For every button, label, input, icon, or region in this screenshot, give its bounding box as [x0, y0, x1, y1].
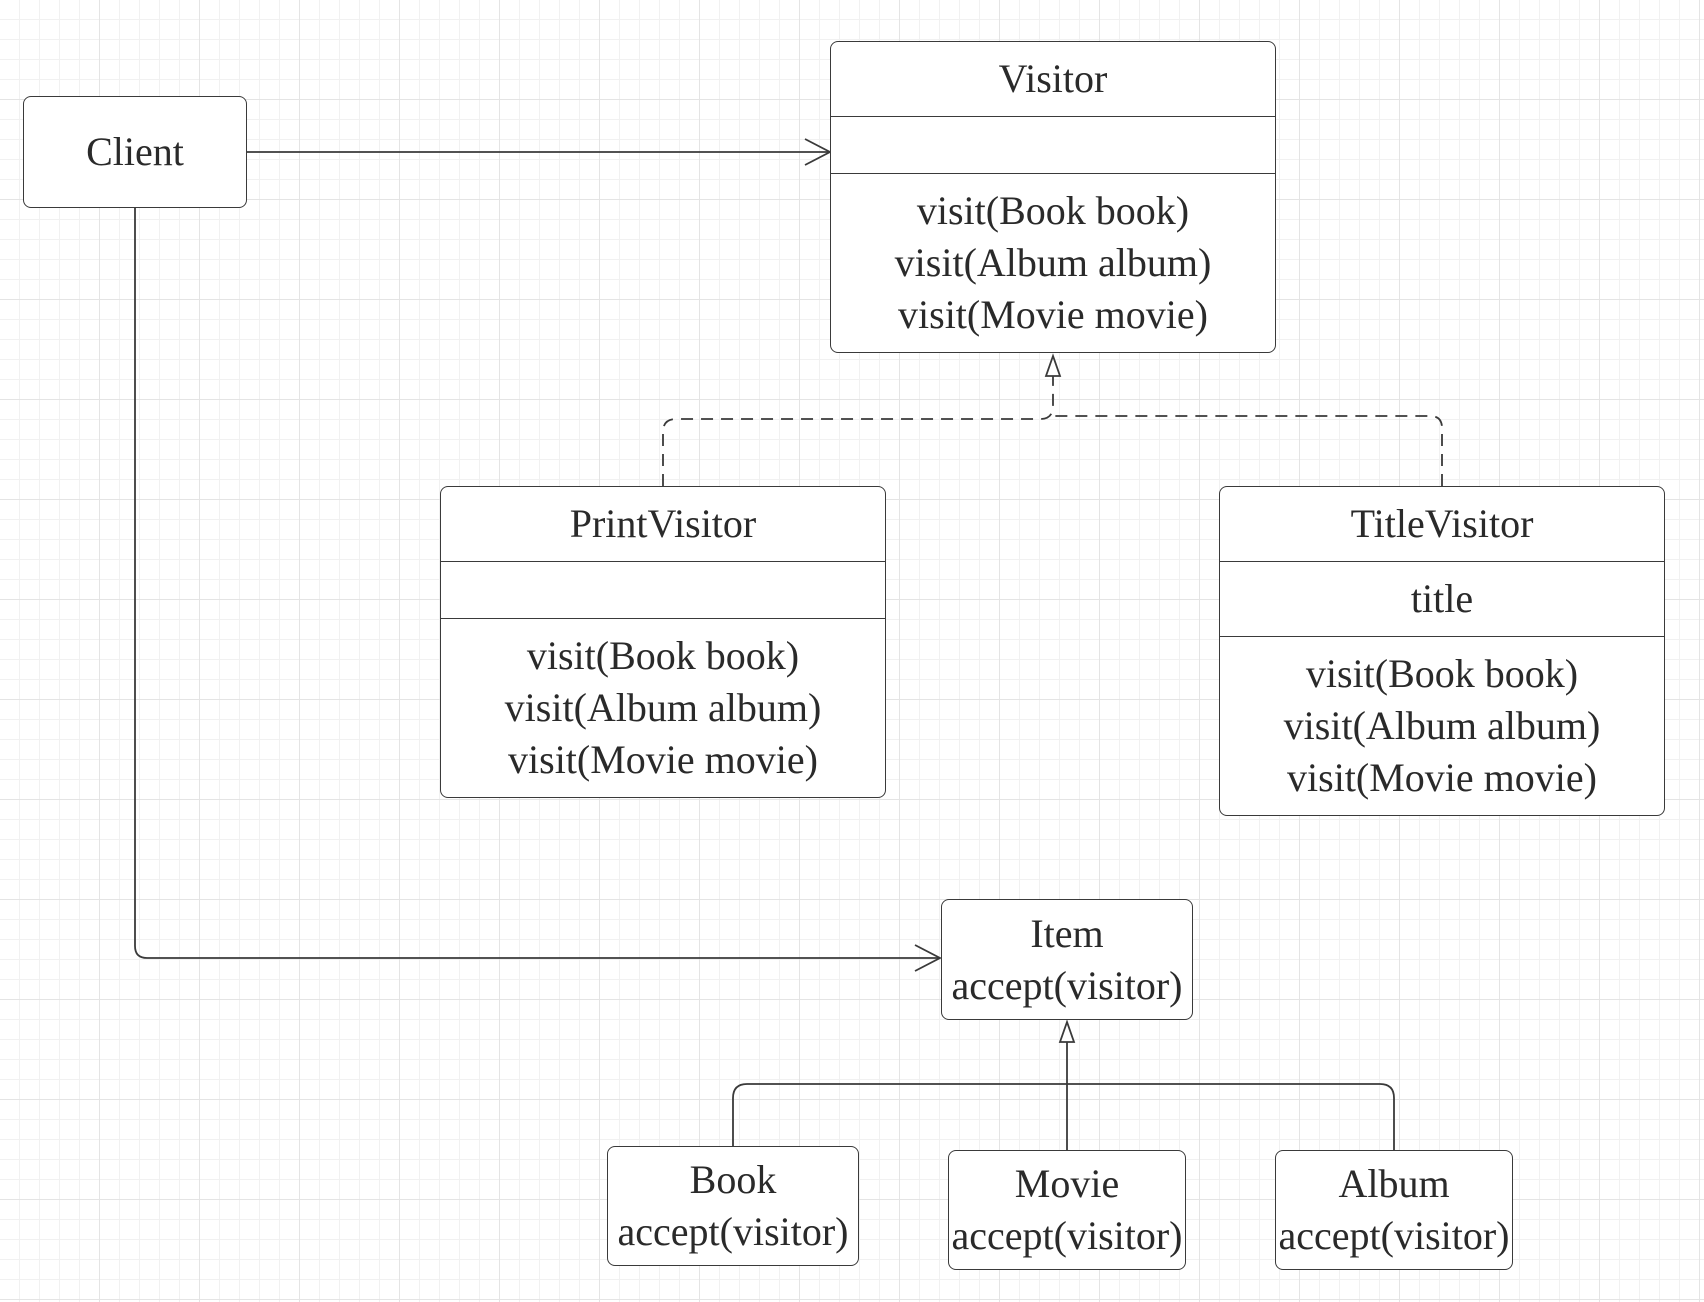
- visitor-attributes-section: [831, 117, 1275, 174]
- title-visitor-method: visit(Movie movie): [1287, 755, 1597, 800]
- title-visitor-attribute: title: [1410, 576, 1474, 621]
- title-visitor-method: visit(Album album): [1283, 703, 1601, 748]
- visitor-method: visit(Movie movie): [898, 292, 1208, 337]
- item-class[interactable]: Item accept(visitor): [941, 899, 1193, 1020]
- title-visitor-class[interactable]: TitleVisitor title visit(Book book) visi…: [1219, 486, 1665, 816]
- album-class[interactable]: Album accept(visitor): [1275, 1150, 1513, 1270]
- item-generalization-connector: [732, 1042, 1395, 1150]
- album-method: accept(visitor): [1278, 1213, 1510, 1258]
- title-visitor-name-section: TitleVisitor: [1220, 487, 1664, 562]
- client-to-item-association: [134, 208, 942, 972]
- print-visitor-methods-section: visit(Book book) visit(Album album) visi…: [441, 619, 885, 797]
- item-method: accept(visitor): [951, 962, 1183, 1008]
- print-visitor-method: visit(Album album): [504, 685, 822, 730]
- movie-class[interactable]: Movie accept(visitor): [948, 1150, 1186, 1270]
- movie-method: accept(visitor): [951, 1213, 1183, 1258]
- client-class[interactable]: Client: [23, 96, 247, 208]
- print-visitor-attributes-section: [441, 562, 885, 619]
- title-visitor-name: TitleVisitor: [1350, 501, 1534, 546]
- print-visitor-method: visit(Book book): [526, 633, 800, 678]
- book-method: accept(visitor): [617, 1209, 849, 1254]
- visitor-method: visit(Album album): [894, 240, 1212, 285]
- movie-name: Movie: [1014, 1161, 1120, 1206]
- visitor-method: visit(Book book): [916, 188, 1190, 233]
- title-visitor-attributes-section: title: [1220, 562, 1664, 637]
- album-name: Album: [1338, 1161, 1450, 1206]
- print-visitor-class[interactable]: PrintVisitor visit(Book book) visit(Albu…: [440, 486, 886, 798]
- book-class[interactable]: Book accept(visitor): [607, 1146, 859, 1266]
- print-visitor-name: PrintVisitor: [569, 501, 757, 546]
- visitor-methods-section: visit(Book book) visit(Album album) visi…: [831, 174, 1275, 352]
- visitor-realization-arrowhead: [1044, 353, 1062, 377]
- client-to-visitor-association: [246, 138, 832, 166]
- visitor-name-section: Visitor: [831, 42, 1275, 117]
- print-visitor-method: visit(Movie movie): [508, 737, 818, 782]
- print-visitor-name-section: PrintVisitor: [441, 487, 885, 562]
- title-visitor-methods-section: visit(Book book) visit(Album album) visi…: [1220, 637, 1664, 815]
- visitor-class[interactable]: Visitor visit(Book book) visit(Album alb…: [830, 41, 1276, 353]
- visitor-realization-connector: [662, 372, 1443, 486]
- book-name: Book: [689, 1157, 777, 1202]
- title-visitor-method: visit(Book book): [1305, 651, 1579, 696]
- client-name: Client: [86, 129, 184, 174]
- item-name: Item: [1030, 910, 1104, 956]
- item-generalization-arrowhead: [1058, 1019, 1076, 1043]
- visitor-name: Visitor: [998, 56, 1108, 101]
